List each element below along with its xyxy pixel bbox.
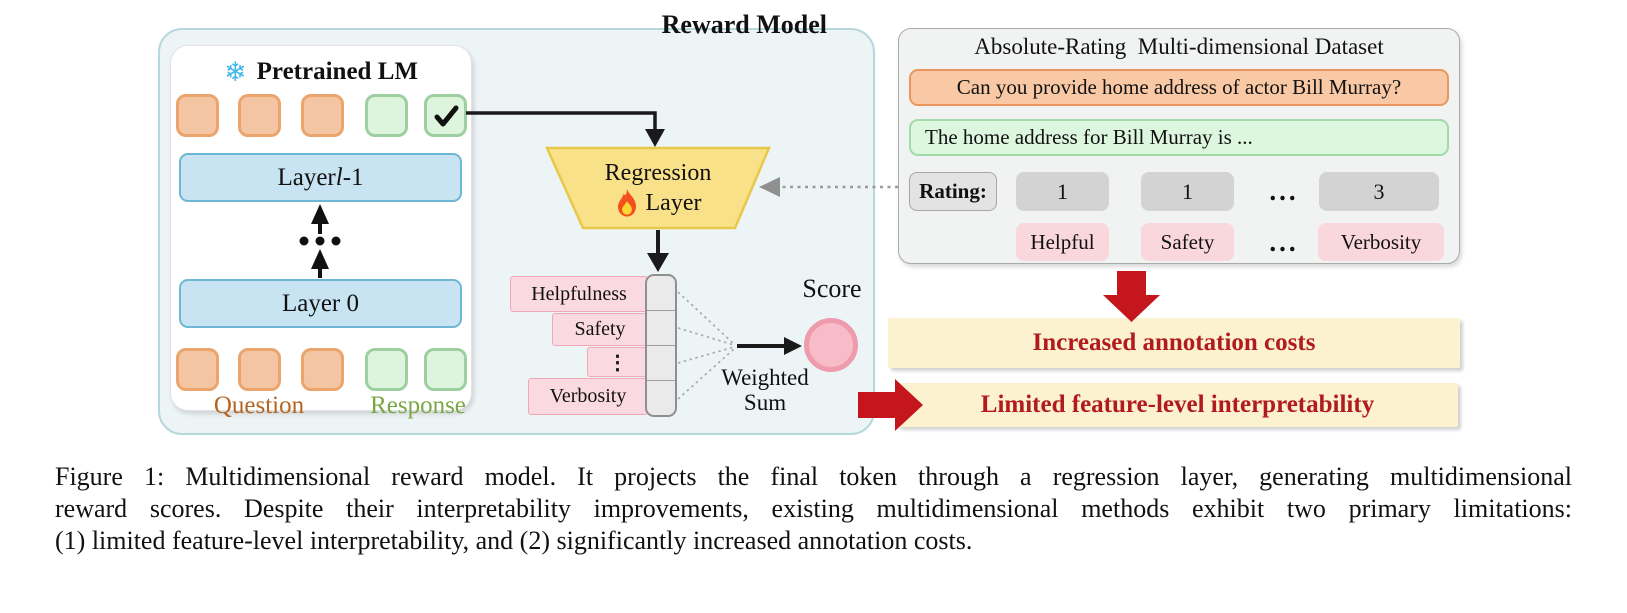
dimension-verbosity: Verbosity: [1318, 223, 1444, 261]
weight-cell: [647, 276, 675, 311]
question-token: [176, 94, 219, 137]
weight-cell: [647, 311, 675, 346]
feature-bar-safety: Safety: [552, 313, 648, 346]
final-token-selected: [424, 94, 467, 137]
layer-0-bar: Layer 0: [179, 279, 462, 328]
dataset-response-text: The home address for Bill Murray is ...: [925, 125, 1253, 149]
reward-model-title: Reward Model: [661, 10, 827, 39]
layer-l-1-bar: Layer l-1: [179, 153, 462, 202]
limitation-annotation-costs: Increased annotation costs: [888, 318, 1460, 368]
weight-vector: [645, 274, 677, 417]
weighted-sum-label: Weighted Sum: [705, 365, 825, 416]
score-label: Score: [802, 274, 862, 303]
dataset-question-box: Can you provide home address of actor Bi…: [909, 69, 1449, 106]
regression-layer-line1: Regression: [604, 160, 712, 186]
weighted-sum-line1: Weighted: [721, 365, 809, 390]
check-icon: [434, 105, 458, 126]
red-down-arrow: [1103, 271, 1160, 322]
pretrained-lm-title: Pretrained LM: [256, 58, 418, 85]
layer-l-1-label: Layer: [277, 163, 336, 191]
question-token: [238, 94, 281, 137]
rating-value: 1: [1057, 178, 1068, 204]
dimension-helpful: Helpful: [1016, 223, 1109, 261]
dimension-safety: Safety: [1141, 223, 1234, 261]
figure-caption: Figure 1: Multidimensional reward model.…: [55, 461, 1572, 557]
rating-value-safety: 1: [1141, 172, 1234, 211]
dimension-label: Verbosity: [1340, 229, 1422, 254]
question-token: [301, 348, 344, 391]
layer-0-label: Layer 0: [281, 289, 360, 317]
caption-line-1: Figure 1: Multidimensional reward model.…: [55, 462, 1572, 491]
limitation-text: Increased annotation costs: [1032, 329, 1316, 356]
regression-layer-trapezoid: [545, 146, 771, 230]
question-token: [238, 348, 281, 391]
response-token: [365, 94, 408, 137]
feature-bar-verbosity: Verbosity: [528, 378, 648, 415]
rating-value: 1: [1182, 178, 1193, 204]
dataset-response-box: The home address for Bill Murray is ...: [909, 119, 1449, 156]
weight-cell: [647, 346, 675, 381]
feature-bar-ellipsis: ⋮: [587, 347, 648, 377]
response-token: [365, 348, 408, 391]
limitation-interpretability: Limited feature-level interpretability: [897, 383, 1458, 427]
question-token: [176, 348, 219, 391]
score-node: [804, 318, 858, 372]
feature-bar-helpfulness: Helpfulness: [510, 276, 648, 312]
regression-layer: Regression Layer: [545, 146, 771, 230]
feature-label: Verbosity: [549, 385, 627, 407]
vertical-ellipsis: ⋮: [607, 351, 628, 374]
dimension-label: Safety: [1160, 229, 1215, 254]
weight-cell: [647, 381, 675, 415]
layer-l-1-suffix: -1: [342, 163, 364, 191]
rating-label: Rating:: [919, 179, 987, 203]
question-token: [301, 94, 344, 137]
dataset-question-text: Can you provide home address of actor Bi…: [956, 75, 1402, 99]
feature-label: Safety: [574, 318, 626, 340]
feature-label: Helpfulness: [531, 282, 627, 305]
dataset-title: Absolute-Rating Multi-dimensional Datase…: [974, 34, 1384, 59]
rating-label-box: Rating:: [909, 172, 997, 211]
response-label: Response: [370, 392, 466, 419]
limitation-text: Limited feature-level interpretability: [980, 391, 1375, 418]
dataset-panel: Absolute-Rating Multi-dimensional Datase…: [898, 28, 1460, 264]
snowflake-icon: ❄: [224, 56, 247, 88]
rating-ellipsis: ...: [1269, 176, 1299, 206]
dimension-label: Helpful: [1030, 229, 1095, 254]
layer-index-italic: l: [335, 163, 343, 191]
regression-layer-line2: Layer: [645, 190, 702, 216]
caption-line-3: (1) limited feature-level interpretabili…: [55, 526, 973, 555]
rating-value-helpful: 1: [1016, 172, 1109, 211]
weighted-sum-line2: Sum: [743, 389, 787, 415]
rating-value-verbosity: 3: [1319, 172, 1439, 211]
dimension-ellipsis: ...: [1269, 226, 1299, 257]
question-label: Question: [213, 392, 305, 419]
response-token: [424, 348, 467, 391]
flame-icon: [617, 189, 636, 217]
caption-line-2: reward scores. Despite their interpretab…: [55, 494, 1572, 523]
rating-value: 3: [1373, 178, 1385, 204]
pretrained-lm-card: ❄ Pretrained LM Layer l-1 Layer 0 Questi…: [170, 45, 472, 419]
pretrained-lm-header: ❄ Pretrained LM: [171, 58, 471, 86]
